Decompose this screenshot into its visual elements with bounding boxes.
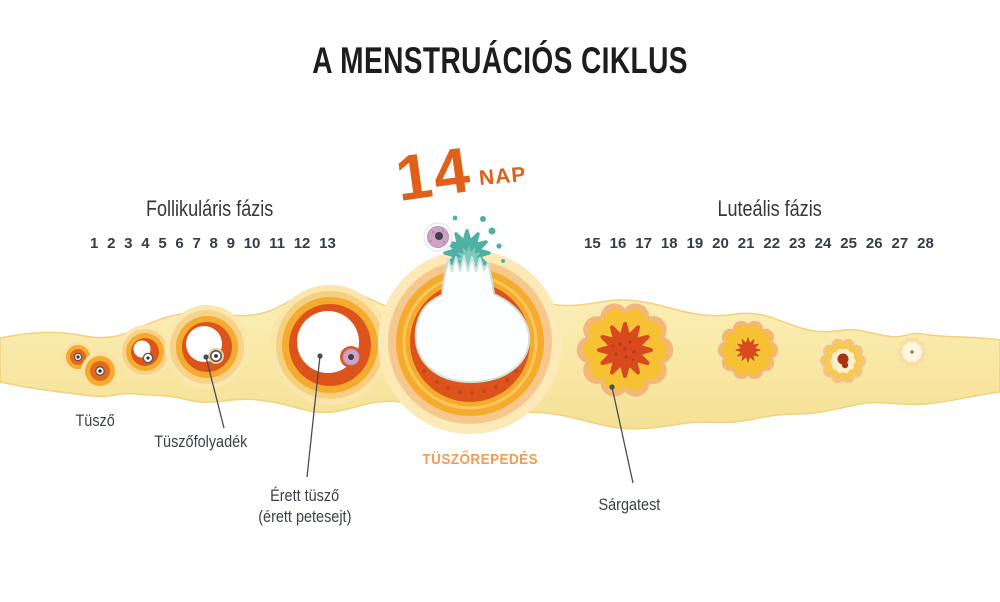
connector-lines <box>205 355 634 484</box>
day-number: 11 <box>269 235 285 252</box>
connector-follicular-fluid <box>205 356 225 429</box>
fluid-sac <box>414 255 531 383</box>
follicular-day-numbers: 1 2 3 4 5 6 7 8 9 10 11 12 13 <box>90 235 336 252</box>
ring-texture-dots <box>421 368 519 396</box>
ovulation-day-marker: 14 NAP <box>391 133 528 215</box>
day-number: 26 <box>865 235 883 252</box>
released-egg <box>423 222 453 252</box>
label-follicular-fluid: Tüszőfolyadék <box>128 431 273 452</box>
follicular-phase-text: Follikuláris fázis <box>146 196 274 221</box>
label-rupture: TÜSZŐREPEDÉS <box>398 451 562 468</box>
day-number: 18 <box>660 235 678 252</box>
connector-mature-follicle <box>306 355 321 478</box>
follicular-phase-label: Follikuláris fázis <box>100 196 320 222</box>
corpus-luteum <box>576 303 674 397</box>
follicle-stage-5-mature <box>270 285 390 405</box>
day-number: 8 <box>209 235 218 252</box>
label-follicle-text: Tüsző <box>75 411 115 430</box>
follicle-stage-3 <box>118 325 172 379</box>
label-rupture-text: TÜSZŐREPEDÉS <box>422 451 538 468</box>
day-number: 3 <box>124 235 133 252</box>
day-number: 25 <box>840 235 857 252</box>
corpus-albicans-forming <box>819 338 867 384</box>
day-number: 17 <box>635 235 652 252</box>
label-follicle: Tüsző <box>55 410 135 431</box>
label-corpus-luteum-text: Sárgatest <box>598 495 660 514</box>
label-corpus-luteum: Sárgatest <box>573 494 685 515</box>
corpus-luteum-regressing <box>717 320 779 380</box>
label-mature-follicle-line2: (érett petesejt) <box>258 507 352 527</box>
luteal-phase-label: Luteális fázis <box>660 196 880 222</box>
day-number: 1 <box>90 235 99 252</box>
page-title: A MENSTRUÁCIÓS CIKLUS <box>0 40 1000 82</box>
day-number: 28 <box>917 235 934 252</box>
rupture-splash <box>443 215 505 277</box>
day-number: 13 <box>319 235 336 252</box>
day-number: 20 <box>712 235 729 252</box>
day-number: 9 <box>226 235 235 252</box>
day-number: 24 <box>814 235 832 252</box>
day-number: 16 <box>609 235 627 252</box>
connector-corpus-luteum <box>611 386 634 484</box>
follicle-stage-4 <box>165 305 249 389</box>
day-number: 5 <box>158 235 167 252</box>
day-number: 7 <box>192 235 201 252</box>
corpus-albicans <box>896 337 928 367</box>
day-number: 10 <box>243 235 261 252</box>
luteal-phase-text: Luteális fázis <box>717 196 823 221</box>
page-title-text: A MENSTRUÁCIÓS CIKLUS <box>312 40 688 81</box>
day-number: 2 <box>107 235 116 252</box>
label-mature-follicle-line1: Érett tüsző <box>270 486 340 505</box>
ovulation-day-number: 14 <box>391 133 476 215</box>
day-number: 22 <box>763 235 781 252</box>
day-number: 12 <box>293 235 311 252</box>
day-number: 19 <box>686 235 704 252</box>
day-number: 27 <box>891 235 909 252</box>
ovulation-day-unit: NAP <box>478 162 528 190</box>
follicle-stage-6-ovulation <box>378 215 562 434</box>
corpus-texture-dots <box>611 340 636 362</box>
day-number: 23 <box>789 235 806 252</box>
connector-dots <box>203 353 615 390</box>
label-mature-follicle: Érett tüsző (érett petesejt) <box>222 485 388 528</box>
luteal-day-numbers: 15 16 17 18 19 20 21 22 23 24 25 26 27 2… <box>584 235 934 252</box>
day-number: 15 <box>584 235 601 252</box>
day-number: 4 <box>141 235 150 252</box>
day-number: 6 <box>175 235 184 252</box>
label-follicular-fluid-text: Tüszőfolyadék <box>153 432 248 451</box>
follicle-stage-2 <box>81 352 119 390</box>
day-number: 21 <box>737 235 755 252</box>
